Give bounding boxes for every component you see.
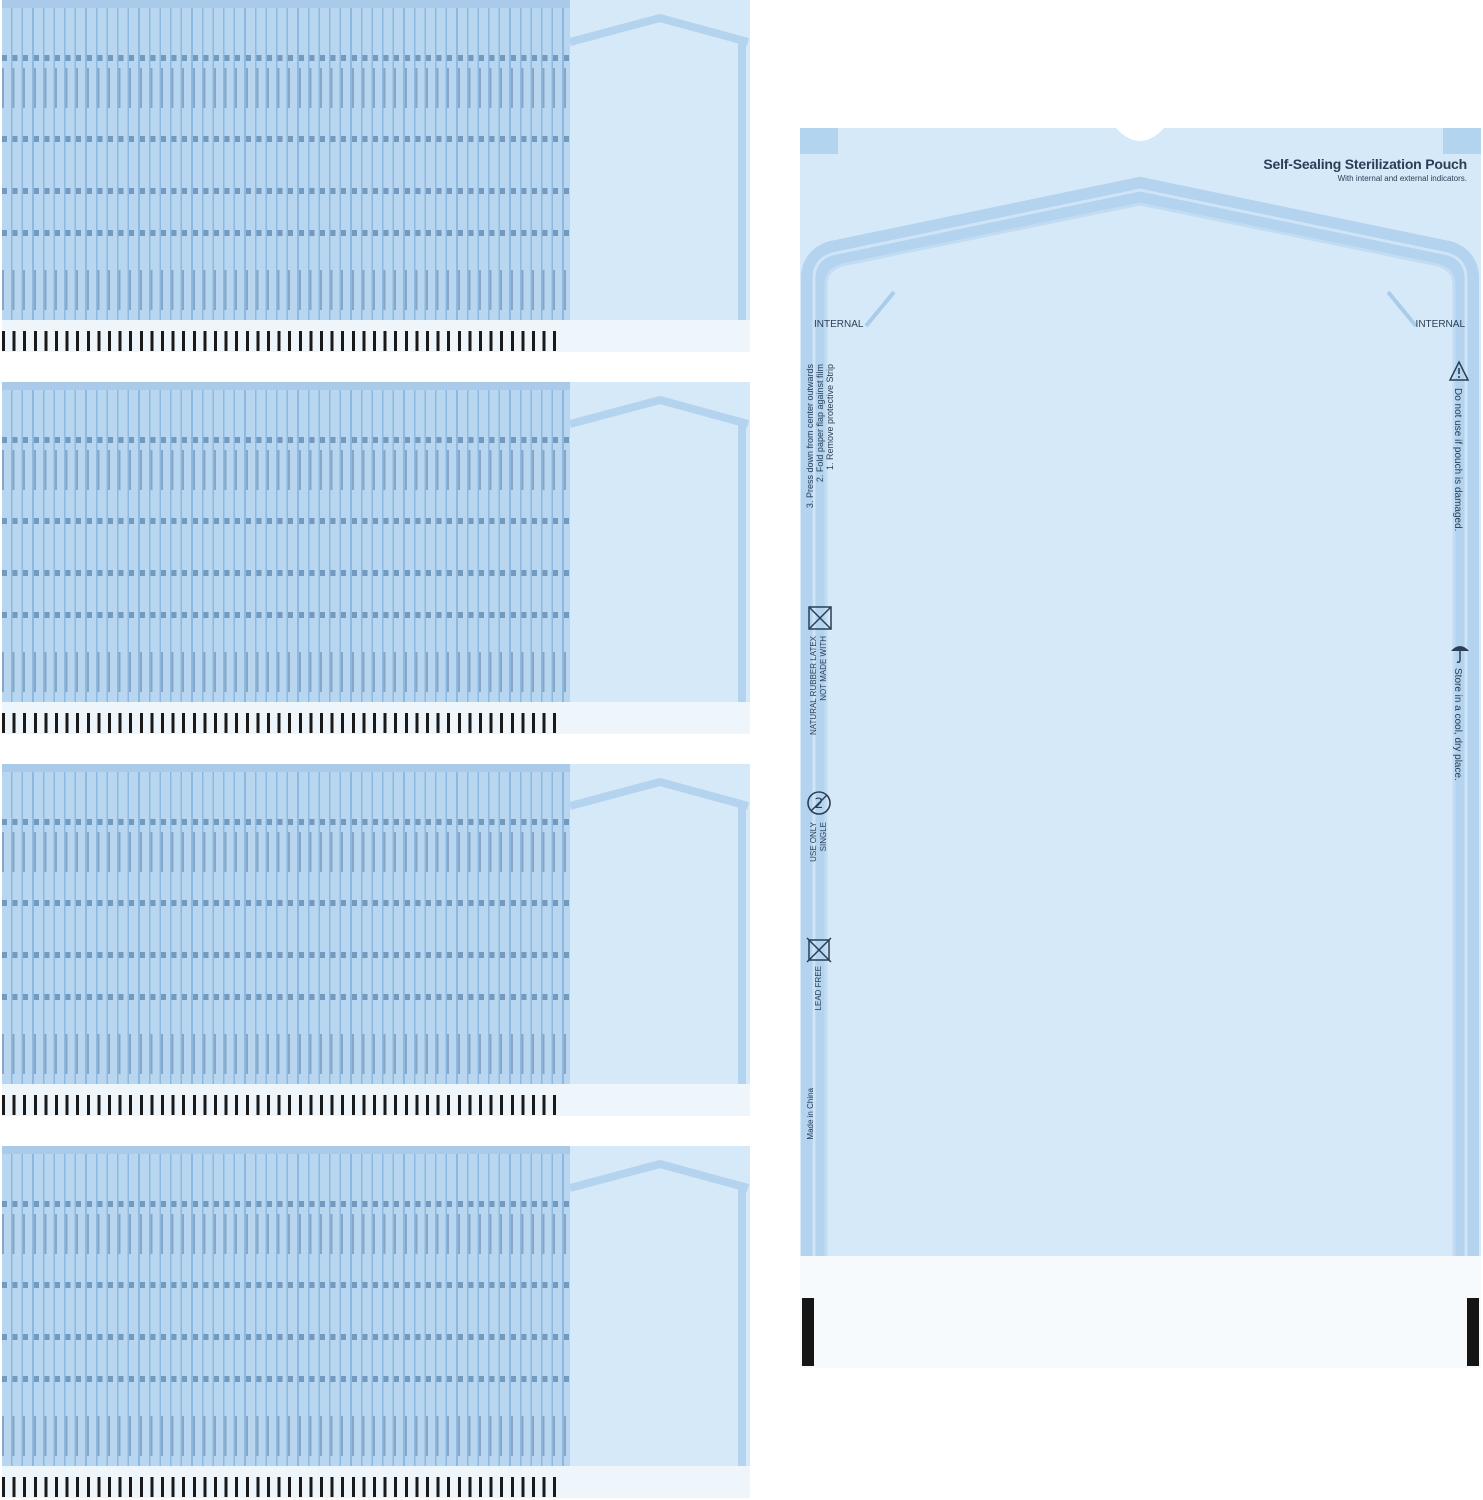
front-pouch [570,1146,750,1466]
indicator-row [2,819,570,825]
edge-ticks [2,713,564,733]
top-band [2,1146,570,1154]
text-row [2,450,570,490]
pouch-bundle-2 [2,382,750,734]
sterilization-pouch: Self-Sealing Sterilization Pouch With in… [800,128,1481,1368]
top-band [2,0,570,8]
text-row [2,1214,570,1254]
latex-line-1: NOT MADE WITH [819,636,828,701]
text-row [2,270,570,310]
icon-row [2,570,570,576]
pouch-bundle-3 [2,764,750,1116]
front-pouch [570,764,750,1084]
front-pouch [570,0,750,320]
pouch-bundle-4 [2,1146,750,1498]
icon-row [2,518,570,524]
indicator-frame [800,128,1481,1256]
pouch-edges [2,1146,570,1466]
top-band [2,764,570,772]
indicator-row [2,437,570,443]
single-use-icon: 2 [807,791,831,815]
front-pouch [570,382,750,702]
icon-row [2,136,570,142]
instruction-step-3: 3. Press down from center outwards [805,364,815,509]
icon-row [2,230,570,236]
instruction-step-2: 2. Fold paper flap against film [815,364,825,483]
text-row [2,1416,570,1456]
icon-row [2,952,570,958]
single-use-line-1: SINGLE [819,822,828,852]
umbrella-icon [1451,646,1469,663]
svg-text:2: 2 [815,796,824,812]
icon-row [2,1282,570,1288]
pouch-edges [2,382,570,702]
indicator-frame [570,395,750,702]
text-row [2,68,570,108]
lead-free-icon [806,937,832,963]
top-band [2,382,570,390]
indicator-row [2,1201,570,1207]
instruction-step-1: 1. Remove protective Strip [825,364,835,471]
pouch-bundle-1 [2,0,750,352]
text-row [2,652,570,692]
indicator-frame [570,13,750,320]
edge-ticks [2,1095,564,1115]
indicator-row [2,55,570,61]
icon-row [2,900,570,906]
edge-bar-left [802,1298,814,1366]
indicator-frame [570,777,750,1084]
single-use-line-2: USE ONLY [809,822,818,862]
icon-row [2,1376,570,1382]
internal-label-left: INTERNAL [814,319,864,330]
text-row [2,832,570,872]
internal-label-right: INTERNAL [1415,319,1465,330]
edge-ticks [2,331,564,351]
edge-bar-right [1467,1298,1479,1366]
warning-icon [1448,360,1470,381]
lead-free-label: LEAD FREE [814,966,823,1011]
no-latex-icon [808,606,832,630]
icon-row [2,188,570,194]
pouch-subtitle: With internal and external indicators. [1337,174,1467,183]
edge-ticks [2,1477,564,1497]
icon-row [2,1334,570,1340]
latex-line-2: NATURAL RUBBER LATEX [809,636,818,735]
warning-text: Do not use if pouch is damaged. [1452,388,1463,532]
storage-text: Store in a cool, dry place. [1452,668,1463,781]
icon-row [2,612,570,618]
indicator-frame [570,1159,750,1466]
made-in-label: Made in China [806,1088,815,1140]
seal-end [800,1256,1481,1368]
icon-row [2,994,570,1000]
pouch-edges [2,764,570,1084]
text-row [2,1034,570,1074]
pouch-edges [2,0,570,320]
pouch-title: Self-Sealing Sterilization Pouch [1263,156,1467,172]
